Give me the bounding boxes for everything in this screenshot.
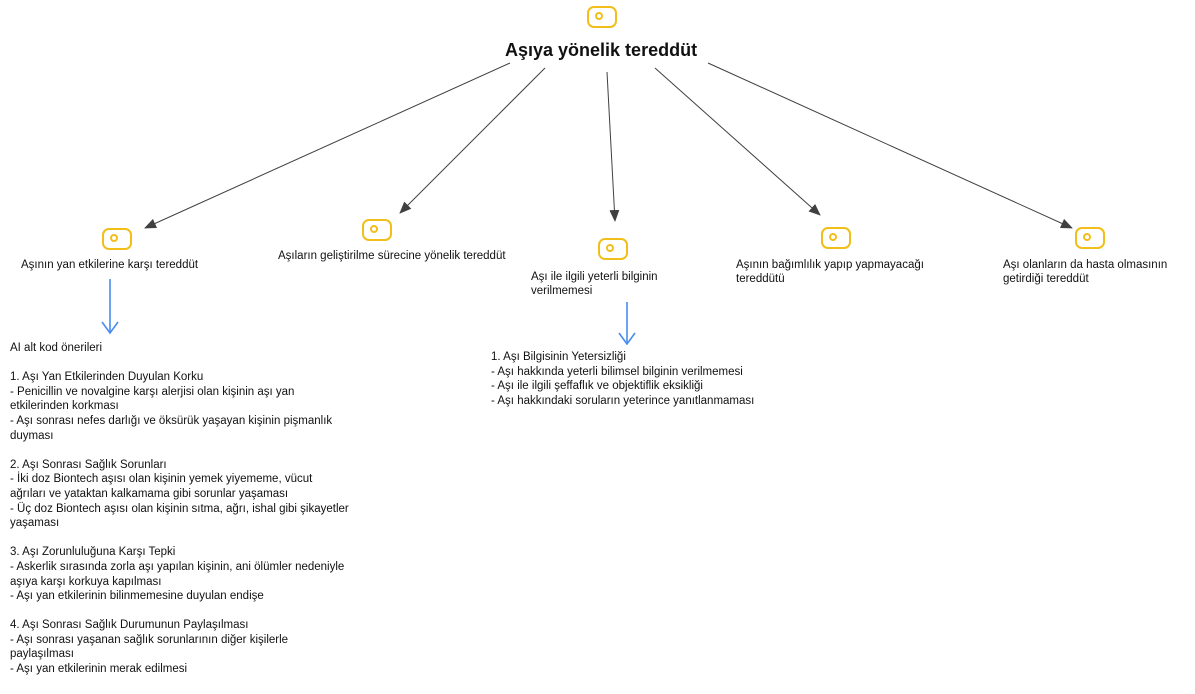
root-node-title[interactable]: Aşıya yönelik tereddüt	[505, 40, 698, 60]
code-tag-icon	[587, 6, 617, 28]
node-label-information[interactable]: Aşı ile ilgili yeterli bilginin verilmem…	[531, 271, 658, 297]
node-label-development[interactable]: Aşıların geliştirilme sürecine yönelik t…	[278, 250, 506, 262]
node-label-side-effects[interactable]: Aşının yan etkilerine karşı tereddüt	[21, 259, 199, 271]
code-tag-icon	[102, 228, 132, 250]
code-tag-icon	[821, 227, 851, 249]
edge-root-to-still-sick	[707, 62, 1073, 229]
node-label-addiction[interactable]: Aşının bağımlılık yapıp yapmayacağı tere…	[736, 259, 924, 285]
edge-root-to-addiction	[654, 67, 821, 216]
edge-root-to-development	[399, 67, 546, 214]
code-tag-icon	[598, 238, 628, 260]
ai-suggestions-note-side-effects: AI alt kod önerileri 1. Aşı Yan Etkileri…	[10, 342, 349, 676]
code-tag-icon	[1075, 227, 1105, 249]
note-arrow-side-effects	[101, 279, 119, 335]
note-arrow-information	[618, 302, 636, 346]
code-tag-icon	[362, 219, 392, 241]
edge-root-to-information	[606, 71, 620, 222]
node-label-still-sick[interactable]: Aşı olanların da hasta olmasının getirdi…	[1003, 259, 1168, 285]
edge-root-to-side-effects	[144, 62, 511, 229]
ai-suggestions-note-information: 1. Aşı Bilgisinin Yetersizliği - Aşı hak…	[491, 351, 755, 407]
